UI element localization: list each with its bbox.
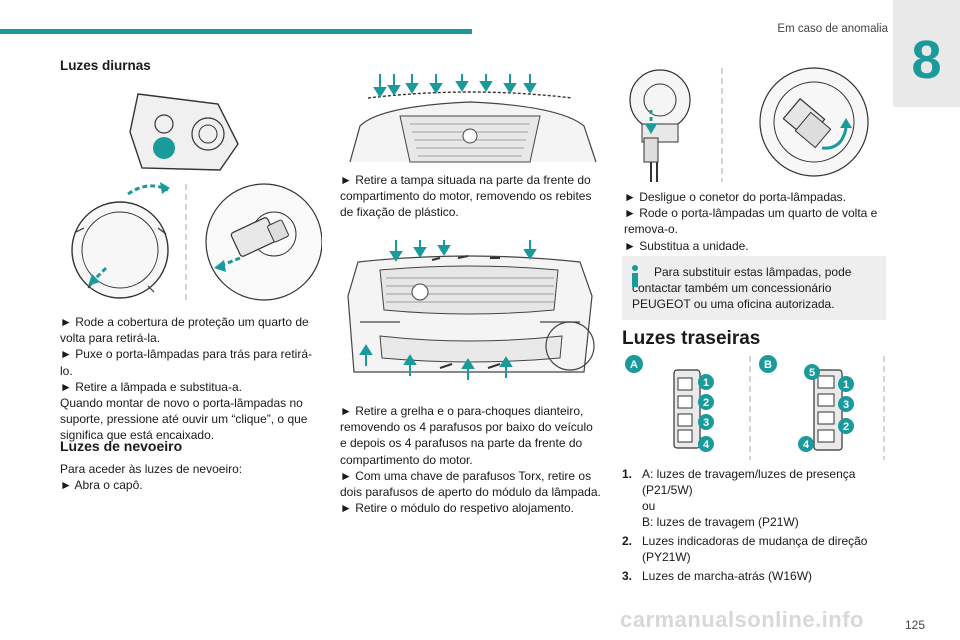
assembly-note: Quando montar de novo o porta-lâmpadas n… — [60, 396, 308, 443]
daytime-steps: ► Rode a cobertura de proteção um quarto… — [60, 314, 322, 444]
step: ► Abra o capô. — [60, 478, 143, 493]
info-box: Para substituir estas lâmpadas, pode con… — [622, 256, 886, 320]
variant-b-badge — [759, 355, 777, 373]
fog-lamp-steps: ► Desligue o conetor do porta-lâmpadas. … — [624, 189, 886, 254]
step: ► Substitua a unidade. — [624, 238, 749, 253]
section-heading-rear-lights: Luzes traseiras — [622, 328, 761, 349]
section-title: Em caso de anomalia — [777, 23, 888, 35]
rear-bulb-list: 1. A: luzes de travagem/luzes de presenç… — [622, 466, 886, 584]
step-line: removendo os 4 parafusos por baixo do ve… — [340, 420, 593, 435]
figure-daytime-light-bulb — [58, 82, 322, 306]
step: ► Com uma chave de parafusos Torx, retir… — [340, 468, 601, 500]
figure-rear-light-clusters: A B 1 2 3 4 5 1 3 2 4 — [622, 352, 886, 464]
step: ► Retire a lâmpada e substitua-a. — [60, 379, 242, 394]
list-item: 1. A: luzes de travagem/luzes de presenç… — [622, 467, 856, 529]
variant-a-label: A — [630, 359, 638, 371]
fog-steps: Para aceder às luzes de nevoeiro: ► Abra… — [60, 461, 322, 493]
step: ► Rode a cobertura de proteção um quarto… — [60, 315, 309, 346]
marker-b-4: 4 — [803, 439, 810, 451]
chapter-number: 8 — [911, 30, 942, 90]
list-item: 2. Luzes indicadoras de mudança de direç… — [622, 534, 868, 564]
info-text: Para substituir estas lâmpadas, pode con… — [632, 265, 852, 311]
section-heading-fog-lights: Luzes de nevoeiro — [60, 438, 183, 454]
step: ► Rode o porta-lâmpadas um quarto de vol… — [624, 206, 878, 237]
variant-b-label: B — [764, 359, 772, 371]
marker-b-5: 5 — [809, 367, 815, 379]
marker-b-3: 3 — [843, 399, 849, 411]
marker-b-1: 1 — [843, 379, 849, 391]
figure-bumper-screws — [340, 236, 602, 386]
watermark: carmanualsonline.info — [620, 607, 864, 632]
step-line: ► Retire a grelha e o para-choques diant… — [340, 404, 584, 418]
step-remove-cover: ► Retire a tampa situada na parte da fre… — [340, 173, 592, 220]
fog-intro: Para aceder às luzes de nevoeiro: — [60, 462, 243, 476]
step: ► Puxe o porta-lâmpadas para trás para r… — [60, 347, 312, 378]
marker-a-3: 3 — [703, 417, 709, 429]
figure-engine-cover-rivets — [340, 66, 602, 166]
marker-a-1: 1 — [703, 377, 709, 389]
bumper-steps: ► Retire a grelha e o para-choques diant… — [340, 403, 608, 516]
figure-fog-lamp-connector — [622, 66, 886, 184]
page-number: 125 — [904, 618, 925, 632]
chapter-tab — [893, 0, 960, 107]
marker-a-2: 2 — [703, 397, 709, 409]
header-accent-bar — [0, 29, 472, 34]
marker-a-4: 4 — [703, 439, 710, 451]
marker-b-2: 2 — [843, 421, 849, 433]
info-icon — [632, 265, 638, 287]
list-item: 3. Luzes de marcha-atrás (W16W) — [622, 569, 813, 583]
section-heading-daytime-lights: Luzes diurnas — [60, 58, 151, 73]
variant-a-badge — [625, 355, 643, 373]
step-line: e depois os 4 parafusos na parte da fren… — [340, 436, 583, 451]
step-line: compartimento do motor. — [340, 452, 473, 467]
step: ► Desligue o conetor do porta-lâmpadas. — [624, 190, 846, 204]
step: ► Retire o módulo do respetivo alojament… — [340, 501, 574, 516]
